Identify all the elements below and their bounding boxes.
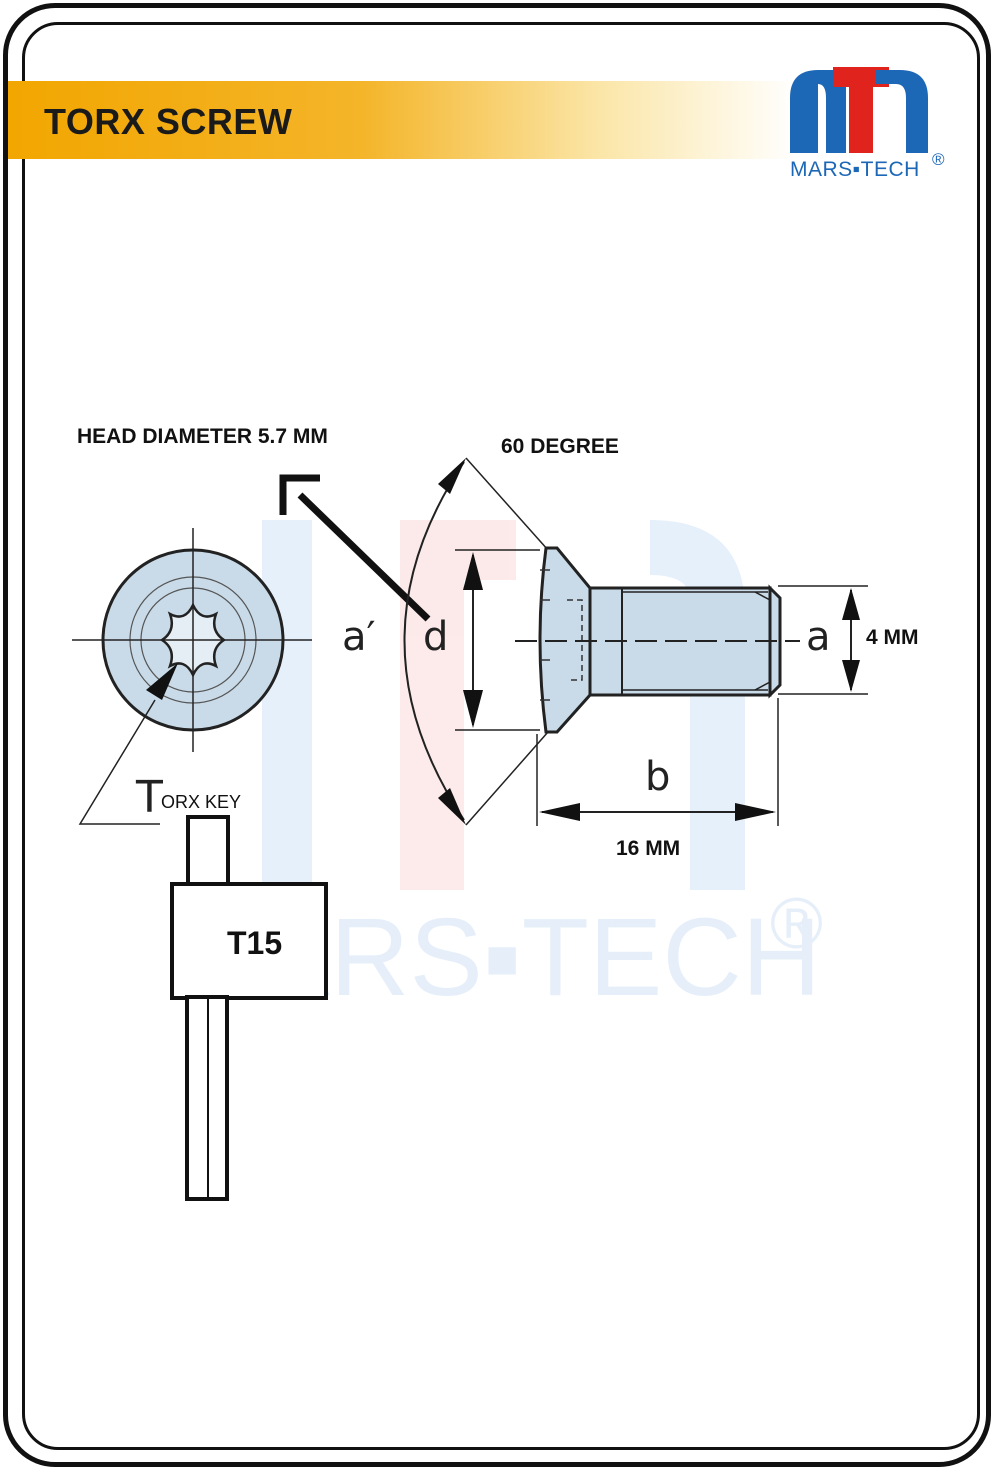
thread-label: 4 MM bbox=[866, 626, 919, 649]
screw-side-view bbox=[515, 546, 800, 734]
page-title: TORX SCREW bbox=[44, 101, 293, 142]
torx-key-label: ORX KEY bbox=[161, 792, 241, 812]
angle-label: 60 DEGREE bbox=[501, 435, 619, 458]
screw-head-top-view bbox=[72, 528, 312, 752]
outer-frame bbox=[3, 3, 991, 1467]
torx-key-initial: T bbox=[135, 772, 163, 823]
torx-key-tool bbox=[170, 815, 328, 1201]
b-dimension bbox=[536, 698, 779, 826]
angle-dimension bbox=[403, 457, 549, 826]
symbol-b: b bbox=[645, 754, 670, 800]
symbol-d: d bbox=[423, 614, 448, 660]
symbol-a-prime: a′ bbox=[342, 614, 376, 660]
a-dimension bbox=[778, 585, 868, 695]
key-size-label: T15 bbox=[227, 925, 282, 961]
inner-frame bbox=[22, 22, 980, 1450]
logo-text: MARS▪TECH bbox=[790, 158, 920, 181]
head-diameter-arrow-icon bbox=[279, 474, 431, 622]
length-label: 16 MM bbox=[616, 837, 680, 860]
watermark-registered: ® bbox=[770, 884, 823, 964]
brand-logo-icon bbox=[790, 67, 928, 153]
head-diameter-label: HEAD DIAMETER 5.7 MM bbox=[77, 425, 328, 448]
symbol-a: a bbox=[806, 614, 831, 660]
logo-registered: ® bbox=[932, 150, 945, 169]
title-banner bbox=[8, 81, 798, 159]
torx-key-leader bbox=[78, 663, 178, 825]
d-dimension bbox=[455, 549, 540, 731]
